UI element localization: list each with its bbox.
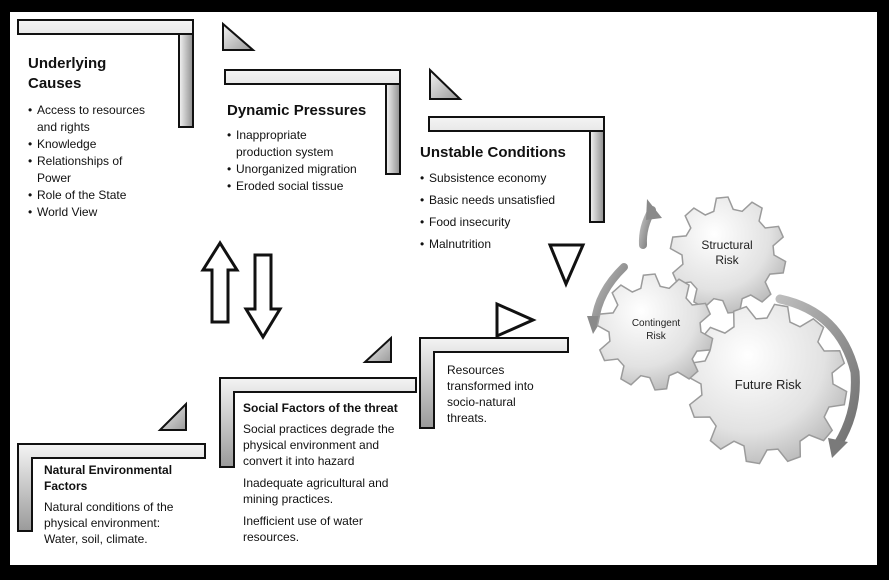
future-risk-label: Future Risk <box>734 377 802 392</box>
title-line: Factors <box>44 479 88 493</box>
structural-risk-gear <box>669 196 787 314</box>
risk-gears <box>596 196 848 465</box>
triangle-decoration <box>429 67 463 100</box>
list-item: Unorganized migration <box>227 161 387 178</box>
arrow-head <box>828 438 848 458</box>
unstable-conditions-title: Unstable Conditions <box>420 144 566 161</box>
social-factors-paragraph: Inadequate agricultural and mining pract… <box>243 475 423 507</box>
social-factors-panel: Social Factors of the threat Social prac… <box>243 400 423 545</box>
text-line: threats. <box>447 411 488 425</box>
arrow-up-icon <box>200 240 240 324</box>
list-item: Subsistence economy <box>420 167 590 189</box>
text-line: Natural conditions of the <box>44 500 174 514</box>
text-line: Inadequate agricultural and <box>243 476 389 490</box>
unstable-conditions-list: Subsistence economy Basic needs unsatisf… <box>420 167 590 255</box>
social-factors-paragraph: Social practices degrade the physical en… <box>243 421 423 469</box>
arrow-down-icon <box>243 253 283 340</box>
list-item: Food insecurity <box>420 211 590 233</box>
underlying-causes-title: Underlying Causes <box>28 54 178 94</box>
text-line: physical environment: <box>44 516 161 530</box>
triangle-pointer-right <box>495 301 537 339</box>
list-item: Eroded social tissue <box>227 178 387 195</box>
list-item: Knowledge <box>28 136 178 153</box>
triangle-decoration <box>222 21 256 51</box>
text-line: mining practices. <box>243 492 334 506</box>
natural-factors-title: Natural Environmental Factors <box>44 462 214 494</box>
list-item: Malnutrition <box>420 233 590 255</box>
text-line: transformed into <box>447 379 534 393</box>
text-line: physical environment and <box>243 438 380 452</box>
text-line: Water, soil, climate. <box>44 532 148 546</box>
contingent-risk-gear <box>596 273 714 391</box>
cycle-arrow <box>775 294 860 449</box>
list-item: Basic needs unsatisfied <box>420 189 590 211</box>
unstable-conditions-bracket <box>428 116 605 223</box>
text-line: Social practices degrade the <box>243 422 395 436</box>
underlying-causes-bracket <box>17 19 194 128</box>
natural-factors-bracket <box>17 443 206 532</box>
list-item: Role of the State <box>28 187 178 204</box>
social-factors-title: Social Factors of the threat <box>243 401 398 415</box>
list-item: World View <box>28 204 178 221</box>
text-line: Resources <box>447 363 505 377</box>
text-line: socio-natural <box>447 395 516 409</box>
underlying-causes-panel: Underlying Causes Access to resourcesand… <box>28 54 178 221</box>
arrow-head <box>646 199 662 220</box>
title-line: Natural Environmental <box>44 463 173 477</box>
text-line: convert it into hazard <box>243 454 355 468</box>
social-factors-bracket <box>219 377 417 468</box>
resources-bracket <box>419 337 569 429</box>
natural-factors-panel: Natural Environmental Factors Natural co… <box>44 462 214 547</box>
resources-text: Resources transformed into socio-natural… <box>447 362 534 426</box>
title-line: Causes <box>28 75 82 92</box>
text-line: resources. <box>243 530 300 544</box>
diagram-graphics <box>17 19 860 532</box>
dynamic-pressures-panel: Dynamic Pressures Inappropriateproductio… <box>227 101 387 195</box>
diagram-frame: Underlying Causes Access to resourcesand… <box>10 12 877 565</box>
unstable-conditions-panel: Unstable Conditions Subsistence economy … <box>420 143 590 255</box>
triangle-decoration <box>362 335 392 363</box>
future-risk-gear <box>686 303 848 465</box>
text-line: Inefficient use of water <box>243 514 363 528</box>
social-factors-paragraph: Inefficient use of water resources. <box>243 513 423 545</box>
triangle-decoration <box>157 401 187 431</box>
title-line: Underlying <box>28 55 107 72</box>
dynamic-pressures-title: Dynamic Pressures <box>227 102 367 119</box>
